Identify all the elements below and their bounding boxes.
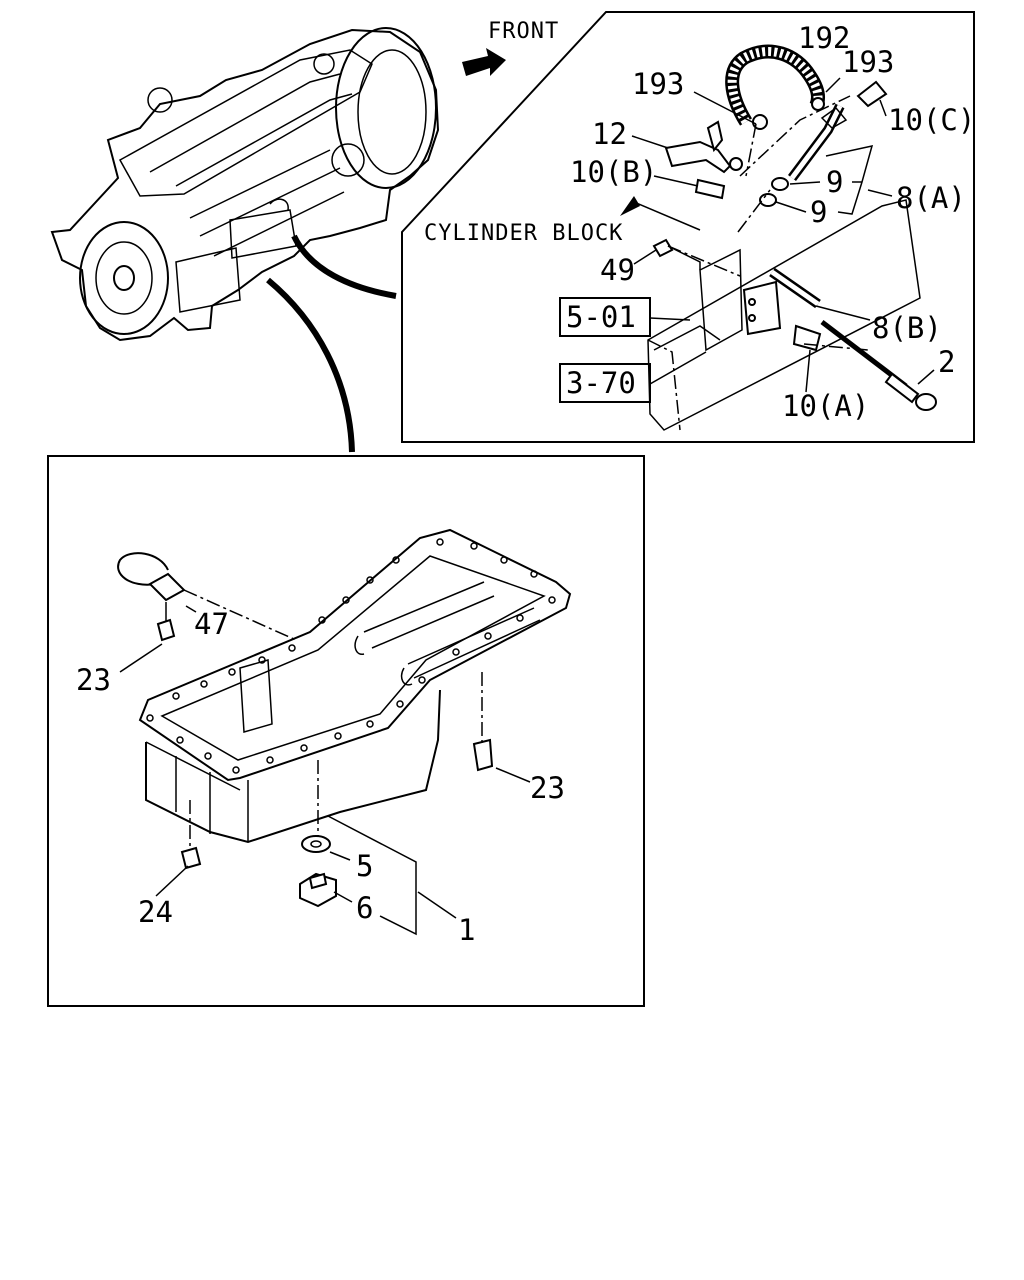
reference-label: 5-01 <box>566 300 636 334</box>
callout-193: 193 <box>632 67 684 101</box>
callout-12: 12 <box>592 117 627 151</box>
callout-8b: 8(B) <box>872 311 942 345</box>
callout-9: 9 <box>810 195 827 229</box>
callout-9: 9 <box>826 165 843 199</box>
callout-6: 6 <box>356 891 373 925</box>
detail-callouts: 192 193 193 10(C) 12 10(B) 9 9 8(A) 49 8… <box>570 21 975 423</box>
front-direction-indicator: FRONT <box>462 19 559 76</box>
cylinder-block-arrow-icon <box>620 196 640 216</box>
flange-bolt-holes <box>146 538 556 774</box>
callout-24: 24 <box>138 895 173 929</box>
callout-23: 23 <box>530 771 565 805</box>
reference-label: 3-70 <box>566 366 636 400</box>
callout-10b: 10(B) <box>570 155 657 189</box>
callout-10c: 10(C) <box>888 103 975 137</box>
dipstick-detail-box <box>401 11 975 443</box>
oil-pan-box <box>47 455 645 1007</box>
front-arrow-icon <box>462 48 506 76</box>
engine-overview <box>50 27 440 453</box>
front-label: FRONT <box>488 19 559 44</box>
callout-49: 49 <box>600 253 635 287</box>
callout-192: 192 <box>798 21 850 55</box>
reference-box-5-01: 5-01 <box>559 297 691 337</box>
callout-193: 193 <box>842 45 894 79</box>
callout-10a: 10(A) <box>782 389 869 423</box>
pan-callouts: 47 23 23 5 6 1 24 <box>76 607 565 947</box>
callout-2: 2 <box>938 345 955 379</box>
reference-box-3-70: 3-70 <box>559 351 707 403</box>
callout-5: 5 <box>356 849 373 883</box>
cylinder-block-label: CYLINDER BLOCK <box>424 221 623 246</box>
callout-1: 1 <box>458 913 475 947</box>
callout-47: 47 <box>194 607 229 641</box>
callout-8a: 8(A) <box>896 181 966 215</box>
callout-23: 23 <box>76 663 111 697</box>
